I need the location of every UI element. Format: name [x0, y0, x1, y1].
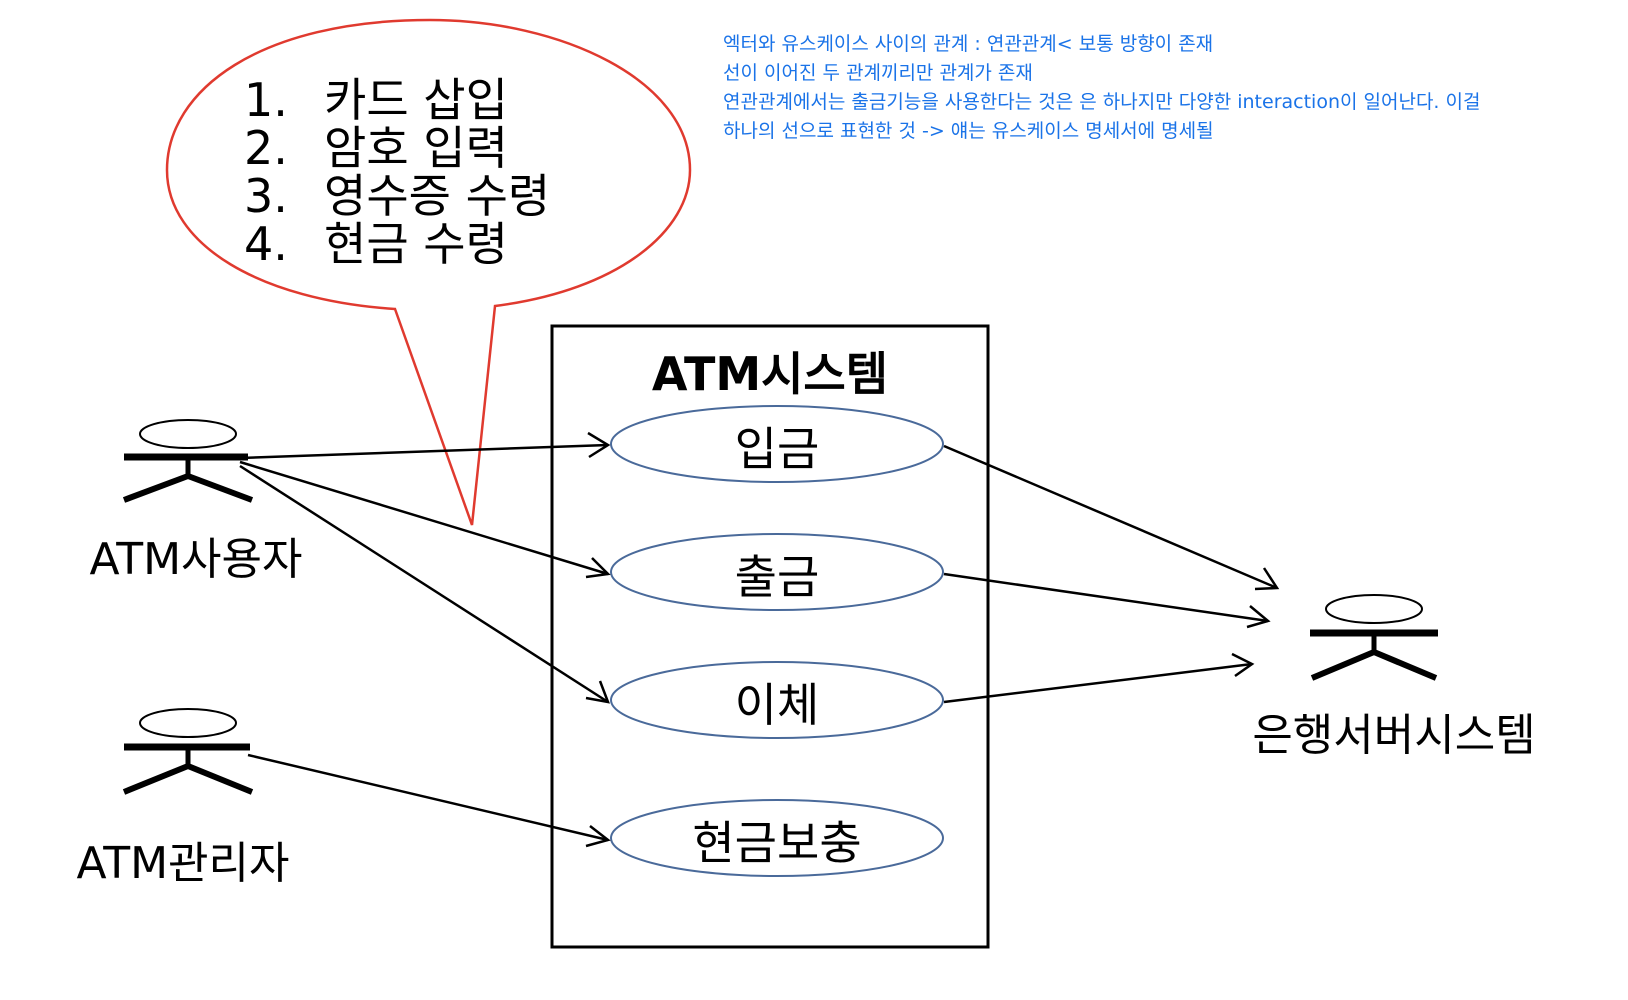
actor-user-figure — [122, 419, 254, 503]
assoc-transfer-bank — [943, 652, 1255, 704]
callout-step: 1. 카드 삽입 — [244, 76, 550, 124]
step-text: 카드 삽입 — [324, 73, 508, 127]
assoc-deposit-bank — [943, 444, 1280, 591]
step-number: 4. — [244, 217, 288, 271]
step-text: 현금 수령 — [324, 217, 508, 271]
assoc-user-transfer — [239, 464, 610, 704]
actor-user-label: ATM사용자 — [89, 534, 303, 585]
note-line: 연관관계에서는 출금기능을 사용한다는 것은 은 하나지만 다양한 intera… — [723, 91, 1481, 113]
actor-admin-label: ATM관리자 — [76, 838, 290, 889]
usecase-transfer-ellipse — [610, 661, 944, 739]
note-line: 선이 이어진 두 관계끼리만 관계가 존재 — [723, 62, 1033, 84]
note-line: 엑터와 유스케이스 사이의 관계 : 연관관계< 보통 방향이 존재 — [723, 33, 1214, 55]
usecase-refill-label: 현금보충 — [692, 816, 862, 870]
assoc-user-withdraw — [239, 460, 611, 579]
step-text: 암호 입력 — [324, 121, 508, 175]
usecase-deposit-label: 입금 — [734, 422, 820, 476]
usecase-deposit-ellipse — [610, 405, 944, 483]
note-line: 하나의 선으로 표현한 것 -> 얘는 유스케이스 명세서에 명세될 — [723, 120, 1214, 142]
callout-step: 3. 영수증 수령 — [244, 172, 550, 220]
actor-admin-figure — [122, 708, 254, 795]
callout-step: 4. 현금 수령 — [244, 220, 550, 268]
system-title: ATM시스템 — [651, 347, 889, 401]
usecase-transfer-label: 이체 — [734, 678, 820, 732]
callout-step: 2. 암호 입력 — [244, 124, 550, 172]
annotation-notes: 엑터와 유스케이스 사이의 관계 : 연관관계< 보통 방향이 존재 선이 이어… — [723, 30, 1623, 146]
usecase-withdraw-label: 출금 — [734, 550, 820, 604]
step-number: 1. — [244, 73, 288, 127]
step-number: 2. — [244, 121, 288, 175]
assoc-admin-refill — [247, 753, 611, 848]
step-text: 영수증 수령 — [324, 169, 551, 223]
assoc-withdraw-bank — [943, 572, 1271, 629]
actor-bank-figure — [1310, 594, 1438, 681]
callout-bubble — [165, 18, 692, 526]
assoc-user-deposit — [239, 431, 611, 460]
system-boundary — [550, 324, 990, 949]
usecase-refill-ellipse — [610, 799, 944, 877]
usecase-withdraw-ellipse — [610, 533, 944, 611]
callout-steps: 1. 카드 삽입 2. 암호 입력 3. 영수증 수령 4. 현금 수령 — [244, 76, 550, 268]
actor-bank-label: 은행서버시스템 — [1252, 710, 1536, 761]
step-number: 3. — [244, 169, 288, 223]
